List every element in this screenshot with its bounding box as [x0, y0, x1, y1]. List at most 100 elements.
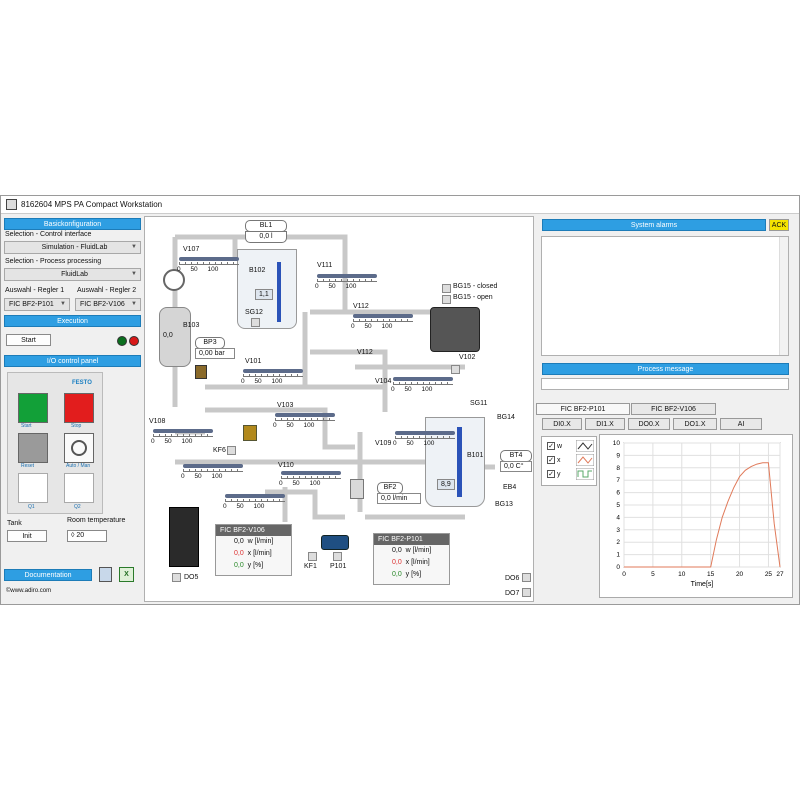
- v104-label: V104: [375, 378, 392, 385]
- x-checkbox[interactable]: ✓: [547, 456, 555, 464]
- system-alarms-header: System alarms: [542, 219, 766, 231]
- b101-label: B101: [467, 452, 484, 459]
- slider-track: [317, 274, 377, 278]
- execution-header: Execution: [4, 315, 141, 327]
- w-value: 0,0: [234, 538, 244, 545]
- ai-button[interactable]: AI: [720, 418, 762, 430]
- ack-button[interactable]: ACK: [769, 219, 789, 231]
- controller-title: FIC BF2-P101: [374, 534, 449, 545]
- alarms-list[interactable]: [541, 236, 789, 356]
- bp3-value: 0,00 bar: [195, 348, 235, 359]
- io-control-header: I/O control panel: [4, 355, 141, 367]
- start-panel-button[interactable]: [18, 393, 48, 423]
- x-row: 0,0 x [l/min]: [374, 557, 449, 569]
- chevron-down-icon: ▼: [131, 271, 137, 277]
- save-icon[interactable]: [99, 567, 112, 582]
- do0x-button[interactable]: DO0.X: [628, 418, 670, 430]
- slider-track: [183, 464, 243, 468]
- v109-label: V109: [375, 440, 392, 447]
- excel-export-icon[interactable]: X: [119, 567, 134, 582]
- chevron-down-icon: ▼: [60, 301, 66, 307]
- io-panel: FESTO Start Stop Reset Auto / Man Q1 Q2: [7, 372, 103, 514]
- room-temp-input[interactable]: ◊ 20: [67, 530, 107, 542]
- q1-caption: Q1: [28, 504, 35, 510]
- controller-title: FIC BF2-V106: [216, 525, 291, 536]
- slider-ticks: [179, 262, 239, 265]
- v112-label-a: V112: [353, 303, 369, 310]
- slider-ticks: [317, 279, 377, 282]
- legend-y-row[interactable]: ✓ y: [547, 470, 560, 478]
- v107-label: V107: [183, 246, 200, 253]
- tab-fic-bf2-p101[interactable]: FIC BF2-P101: [536, 403, 630, 415]
- heater-do5: [169, 507, 199, 567]
- slider-scale: 0 50 100: [151, 438, 193, 445]
- x-row: 0,0 x [l/min]: [216, 548, 291, 560]
- festo-logo: FESTO: [72, 380, 92, 386]
- di0x-button[interactable]: DI0.X: [542, 418, 582, 430]
- y-checkbox[interactable]: ✓: [547, 470, 555, 478]
- window-title: 8162604 MPS PA Compact Workstation: [21, 200, 163, 209]
- documentation-button[interactable]: Documentation: [4, 569, 92, 581]
- v101-label: V101: [245, 358, 262, 365]
- chevron-down-icon: ▼: [131, 301, 137, 307]
- bg14-label: BG14: [497, 414, 515, 421]
- control-interface-select[interactable]: Simulation - FluidLab▼: [4, 241, 141, 254]
- w-checkbox[interactable]: ✓: [547, 442, 555, 450]
- y-value: 0,0: [234, 562, 244, 569]
- process-message-header: Process message: [542, 363, 789, 375]
- process-processing-select[interactable]: FluidLab▼: [4, 268, 141, 281]
- p101-indicator: [333, 552, 342, 561]
- stop-panel-button[interactable]: [64, 393, 94, 423]
- regler1-value: FIC BF2-P101: [9, 301, 54, 308]
- legend-x-row[interactable]: ✓ x: [547, 456, 560, 464]
- slider-scale: 0 50 100: [393, 440, 435, 447]
- alarms-scrollbar[interactable]: [779, 237, 788, 355]
- reset-caption: Reset: [21, 463, 35, 469]
- app-icon: [6, 199, 17, 210]
- bt4-value: 0,0 C°: [500, 461, 532, 472]
- y-tick-label: 9: [616, 452, 620, 459]
- q1-lamp: [18, 473, 48, 503]
- x-value: 0,0: [392, 559, 402, 566]
- controller-panel-p101[interactable]: FIC BF2-P101 0,0 w [l/min] 0,0 x [l/min]…: [373, 533, 450, 585]
- sg11-label: SG11: [470, 400, 488, 407]
- v110-label: V110: [278, 462, 294, 469]
- b103-label: B103: [183, 322, 200, 329]
- do7-indicator: [522, 588, 531, 597]
- b101-level-bar: [457, 427, 462, 497]
- legend-w-row[interactable]: ✓ w: [547, 442, 562, 450]
- controller-panel-v106[interactable]: FIC BF2-V106 0,0 w [l/min] 0,0 x [l/min]…: [215, 524, 292, 576]
- di1x-button[interactable]: DI1.X: [585, 418, 625, 430]
- slider-scale: 0 50 100: [279, 480, 321, 487]
- legend-y-label: y: [556, 471, 561, 478]
- kf6-label: KF6: [213, 447, 226, 454]
- regler1-select[interactable]: FIC BF2-P101 ▼: [4, 298, 70, 311]
- pressure-gauge-icon: [163, 269, 185, 291]
- start-button[interactable]: Start: [6, 334, 51, 346]
- process-message-field: [541, 378, 789, 390]
- regler2-select[interactable]: FIC BF2-V106 ▼: [75, 298, 141, 311]
- slider-scale: 0 50 100: [177, 266, 219, 273]
- y-tick-label: 6: [616, 490, 620, 497]
- b102-level: 1,1: [255, 289, 273, 300]
- slider-ticks: [393, 382, 453, 385]
- init-button[interactable]: Init: [7, 530, 47, 542]
- chevron-down-icon: ▼: [131, 244, 137, 250]
- tank-label: Tank: [7, 520, 22, 527]
- application-window: 8162604 MPS PA Compact Workstation Basic…: [0, 195, 800, 605]
- auto-man-switch[interactable]: [64, 433, 94, 463]
- do5-label: DO5: [184, 574, 199, 581]
- v108-label: V108: [149, 418, 166, 425]
- tab-fic-bf2-v106[interactable]: FIC BF2-V106: [631, 403, 716, 415]
- reset-panel-button[interactable]: [18, 433, 48, 463]
- regler2-value: FIC BF2-V106: [80, 301, 125, 308]
- x-tick-label: 0: [622, 571, 626, 578]
- y-tick-label: 5: [616, 502, 620, 509]
- slider-ticks: [243, 374, 303, 377]
- y-value: 0,0: [392, 571, 402, 578]
- do1x-button[interactable]: DO1.X: [673, 418, 717, 430]
- x-tick-label: 20: [736, 571, 744, 578]
- actuator-valve-v102: [430, 307, 480, 352]
- start-caption: Start: [21, 423, 32, 429]
